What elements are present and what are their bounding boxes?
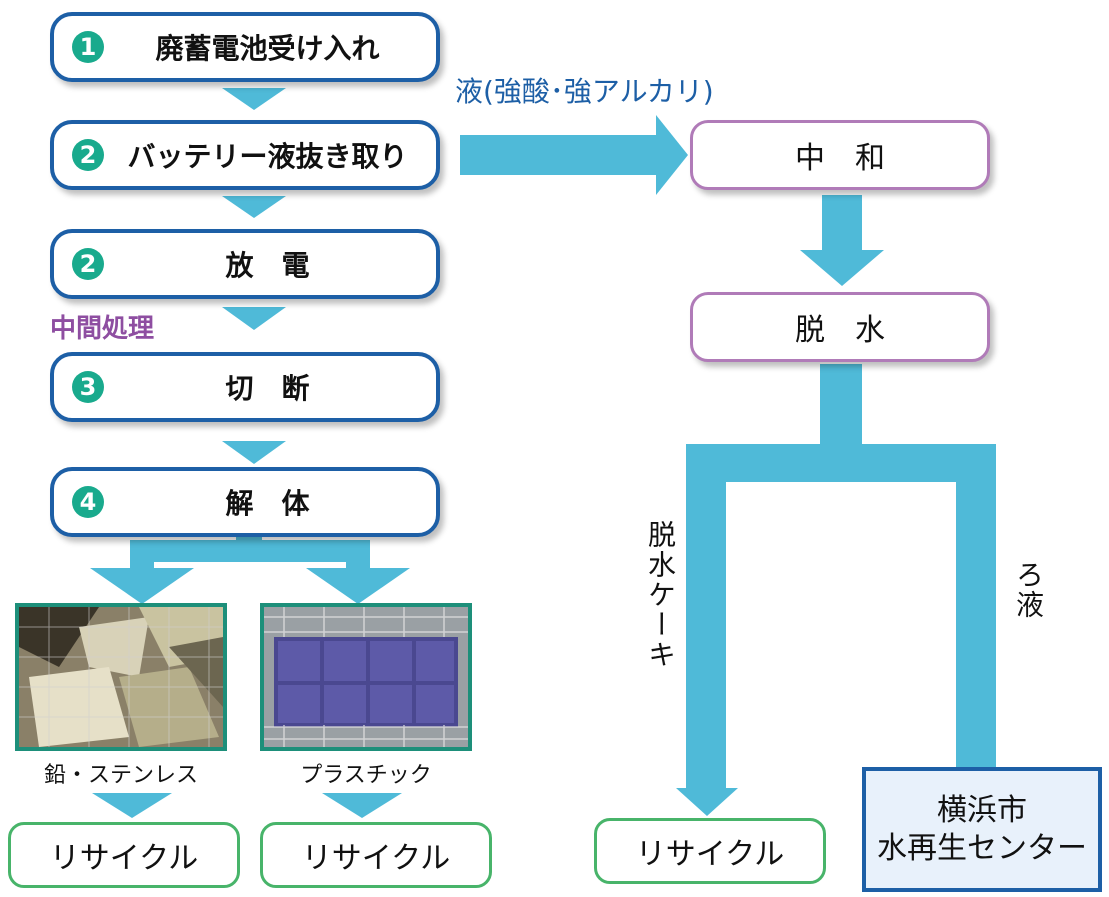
arrow-down-2-3 [222,196,286,218]
step-number-badge: 2 [72,248,104,280]
step-label: バッテリー液抜き取り [127,140,408,173]
intermediate-processing-label: 中間処理 [50,314,155,344]
cake-branch [686,444,726,794]
liquid-arrow-shaft [460,135,660,175]
arrow-neutralize-dehydrate [800,250,884,286]
liquid-annotation: 液(強酸･強アルカリ) [455,75,714,108]
arrow-to-recycle-3 [676,788,738,816]
filtrate-branch [956,444,996,774]
liquid-arrow-head [656,115,688,195]
step-receive-batteries: 1 廃蓄電池受け入れ [50,12,440,82]
recycle-box-plastic: リサイクル [260,822,492,888]
step-label: 放 電 [225,249,310,282]
step-label: 解 体 [225,487,310,520]
step-number-badge: 1 [72,31,104,63]
step-discharge: 2 放 電 [50,229,440,299]
arrow-to-recycle-1 [92,793,172,818]
water-reclamation-center-box: 横浜市 水再生センター [862,767,1102,892]
step-dismantle: 4 解 体 [50,467,440,537]
step-number-badge: 3 [72,371,104,403]
scrap-metal-image [19,607,223,747]
arrow-to-recycle-2 [322,793,402,818]
step-label: 廃蓄電池受け入れ [155,32,380,65]
step-label: 切 断 [225,372,310,405]
plastic-casings-photo [260,603,472,751]
facility-line-2: 水再生センター [877,830,1087,866]
recycle-box-cake: リサイクル [594,818,826,884]
facility-line-1: 横浜市 [937,793,1027,828]
split-bar [130,540,370,562]
recycle-box-metal: リサイクル [8,822,240,888]
caption-lead-stainless: 鉛・ステンレス [43,763,198,788]
step-number-badge: 4 [72,486,104,518]
caption-plastic: プラスチック [300,763,432,788]
arrow-down-3-4 [222,307,286,330]
dehydrate-box: 脱 水 [690,292,990,362]
step-number-badge: 2 [72,139,104,171]
dehydrated-cake-label: 脱水ケーキ [644,520,677,670]
arrow-split-right [306,568,410,604]
neutralize-box: 中 和 [690,120,990,190]
scrap-metal-photo [15,603,227,751]
step-cut: 3 切 断 [50,352,440,422]
arrow-down-4-5 [222,441,286,464]
arrow-down-1-2 [222,88,286,110]
arrow-split-left [90,568,194,604]
plastic-casings-image [264,607,468,747]
filtrate-label: ろ液 [1012,560,1045,620]
step-drain-liquid: 2 バッテリー液抜き取り [50,120,440,190]
